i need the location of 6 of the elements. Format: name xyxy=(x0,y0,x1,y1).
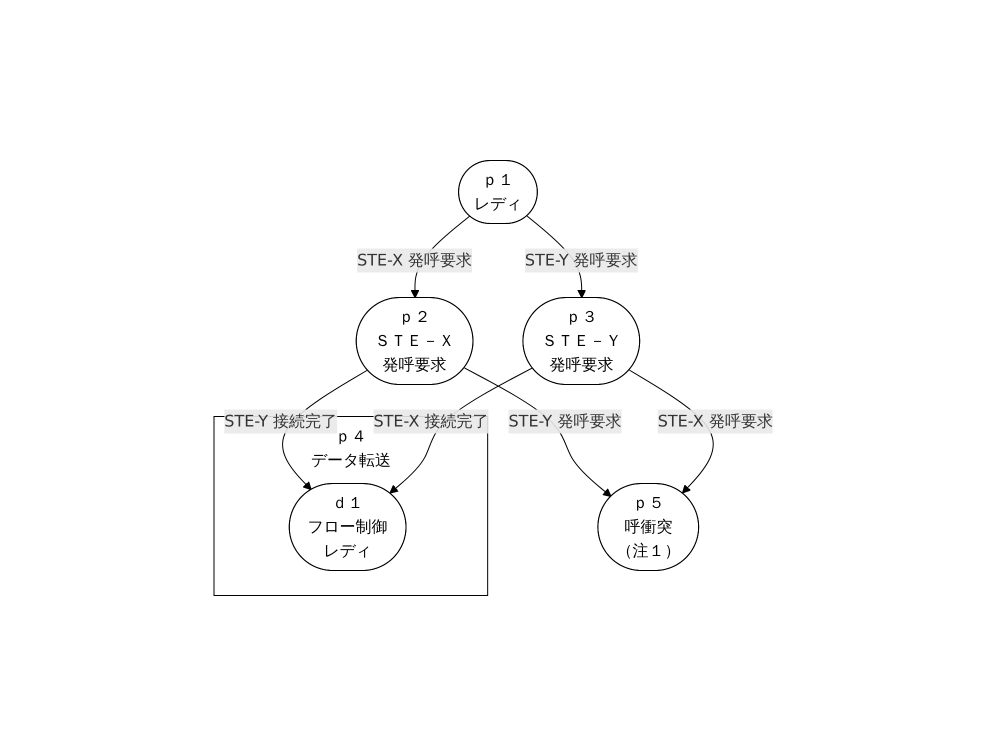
edge-label: STE-Y 接続完了 xyxy=(224,412,338,430)
edge-label: STE-Y 発呼要求 xyxy=(525,250,638,270)
edge-label: STE-X 発呼要求 xyxy=(357,250,472,270)
edge-label: STE-X 接続完了 xyxy=(374,412,489,430)
edge-label: STE-X 発呼要求 xyxy=(658,412,773,430)
edge-label: STE-Y 発呼要求 xyxy=(508,412,622,430)
